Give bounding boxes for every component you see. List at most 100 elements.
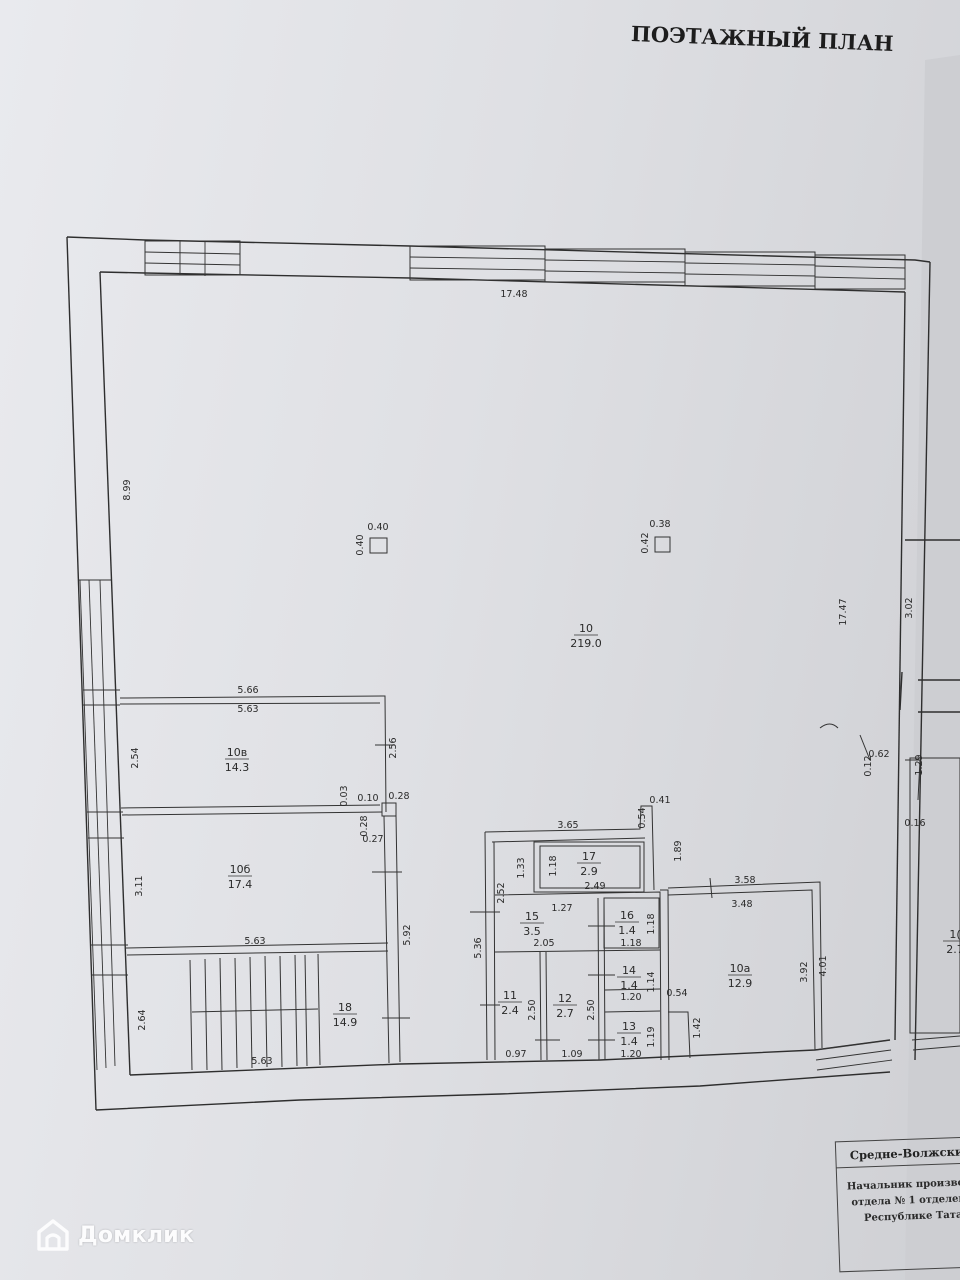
room-number: 15 — [525, 910, 539, 923]
dimension-label: 5.63 — [237, 704, 258, 715]
stamp-line-3: Республике Татарст — [864, 1209, 960, 1224]
room-label-r13: 131.4 — [617, 1020, 641, 1048]
house-logo-icon — [37, 1219, 69, 1251]
dimension-label: 2.56 — [388, 737, 399, 758]
dimension-label: 3.11 — [134, 875, 145, 896]
dimension-label: 1.29 — [914, 754, 925, 775]
stairs — [189, 953, 321, 1071]
plan-title: ПОЭТАЖНЫЙ ПЛАН — [631, 20, 894, 56]
dimension-label: 1.18 — [646, 913, 657, 934]
dimension-label: 2.05 — [533, 938, 554, 949]
stamp-line-1: Начальник производст — [847, 1177, 960, 1193]
dimension-label: 8.99 — [122, 479, 133, 500]
left-windows — [78, 579, 128, 1071]
dimension-label: 1.89 — [673, 840, 684, 861]
room-area: 2.7 — [946, 943, 960, 956]
room-label-r_edge: 1(2.7 — [943, 928, 960, 956]
dimension-label: 0.42 — [640, 532, 651, 553]
dimension-label: 5.92 — [402, 924, 413, 945]
dimension-label: 3.02 — [904, 597, 915, 618]
dimension-label: 1.33 — [516, 857, 527, 878]
room-area: 1.4 — [620, 979, 638, 992]
room-label-r10v: 10в 14.3 — [225, 746, 250, 774]
dimension-label: 1.27 — [551, 903, 572, 914]
room-area: 14.3 — [225, 761, 250, 774]
column-left — [369, 537, 388, 554]
dimension-label: 2.50 — [527, 999, 538, 1020]
dimension-label: 0.38 — [649, 519, 670, 530]
interior-walls — [119, 536, 960, 1071]
outer-walls — [66, 236, 960, 1111]
room-label-r18: 18 14.9 — [333, 1001, 358, 1029]
dimension-label: 0.40 — [355, 534, 366, 555]
room-number: 18 — [338, 1001, 352, 1014]
room-number: 10в — [227, 746, 247, 759]
adjacent-sheet — [905, 55, 960, 1280]
dimension-label: 17.48 — [500, 289, 527, 300]
dimension-label: 0.97 — [505, 1049, 526, 1060]
dimension-label: 2.49 — [584, 881, 605, 892]
dimension-label: 0.28 — [359, 815, 370, 836]
dimension-label: 3.65 — [557, 820, 578, 831]
title-block: Средне-Волжский Начальник производст отд… — [834, 1136, 960, 1273]
room-area: 1.4 — [620, 1035, 638, 1048]
dimension-label: 0.40 — [367, 522, 388, 533]
dimension-label: 0.41 — [649, 795, 670, 806]
dimension-label: 1.20 — [620, 992, 641, 1003]
domclick-watermark: Домклик — [36, 1218, 194, 1252]
room-number: 10а — [730, 962, 751, 975]
room-area: 2.9 — [580, 865, 598, 878]
dimension-label: 2.52 — [496, 882, 507, 903]
room-label-r15: 153.5 — [520, 910, 544, 938]
room-label-r17: 172.9 — [577, 850, 601, 878]
dimension-label: 0.10 — [357, 793, 378, 804]
dimension-label: 0.54 — [666, 988, 687, 999]
room-label-r10a: 10а 12.9 — [728, 962, 753, 990]
top-windows — [144, 240, 906, 290]
room-number: 11 — [503, 989, 517, 1002]
room-number: 12 — [558, 992, 572, 1005]
dimension-label: 5.36 — [473, 937, 484, 958]
dimension-label: 1.09 — [561, 1049, 582, 1060]
room-label-r11: 112.4 — [498, 989, 522, 1017]
column-right — [654, 536, 671, 553]
room-area: 2.4 — [501, 1004, 519, 1017]
dimension-label: 1.20 — [620, 1049, 641, 1060]
dimension-label: 1.18 — [548, 855, 559, 876]
room-area: 1.4 — [618, 924, 636, 937]
room-area: 2.7 — [556, 1007, 574, 1020]
dimension-label: 2.64 — [137, 1009, 148, 1030]
dimension-label: 0.27 — [362, 834, 383, 845]
room-label-r14: 141.4 — [617, 964, 641, 992]
dimension-label: 0.03 — [339, 785, 350, 806]
dimension-label: 3.48 — [731, 899, 752, 910]
room-number: 10б — [230, 863, 251, 876]
dimension-label: 0.16 — [904, 818, 925, 829]
dimension-label: 1.19 — [646, 1026, 657, 1047]
room-area: 219.0 — [570, 637, 602, 650]
watermark-brand: Домклик — [78, 1222, 195, 1248]
room-number: 14 — [622, 964, 636, 977]
bottom-right-window — [814, 1035, 960, 1071]
dimension-label: 3.58 — [734, 875, 755, 886]
room-number: 1( — [949, 928, 960, 941]
stamp-org: Средне-Волжский — [850, 1144, 960, 1162]
dimension-label: 1.14 — [646, 971, 657, 992]
dimension-label: 1.42 — [692, 1017, 703, 1038]
room-label-r16: 161.4 — [615, 909, 639, 937]
dimension-label: 17.47 — [838, 598, 849, 625]
room-number: 13 — [622, 1020, 636, 1033]
dimension-label: 4.01 — [818, 955, 829, 976]
room-area: 12.9 — [728, 977, 753, 990]
dimension-label: 5.63 — [244, 936, 265, 947]
room-area: 14.9 — [333, 1016, 358, 1029]
stamp-line-2: отдела № 1 отделени — [851, 1193, 960, 1208]
dimension-label: 0.62 — [868, 749, 889, 760]
dimension-label: 2.50 — [586, 999, 597, 1020]
